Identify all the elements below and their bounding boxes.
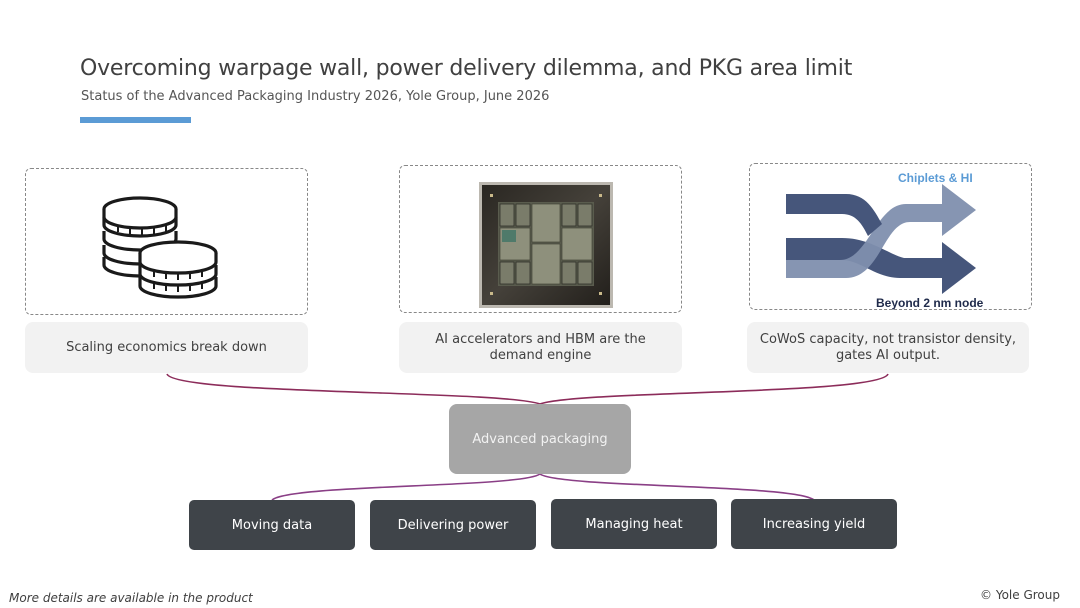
footer-note: More details are available in the produc… bbox=[9, 591, 253, 605]
driver-image-box-ai bbox=[399, 165, 682, 313]
title-accent-bar bbox=[80, 117, 191, 123]
diagram-label-bottom: Beyond 2 nm node bbox=[876, 296, 984, 310]
pillar-moving-data: Moving data bbox=[189, 500, 355, 550]
connector-top-right bbox=[539, 373, 889, 405]
connector-top-left bbox=[166, 373, 541, 405]
diagram-label-top: Chiplets & HI bbox=[898, 171, 973, 185]
page-title: Overcoming warpage wall, power delivery … bbox=[80, 56, 853, 81]
driver-image-box-cowos: Chiplets & HI Beyond 2 nm node bbox=[749, 163, 1032, 310]
coin-ridges bbox=[117, 225, 203, 292]
connector-bottom-left bbox=[271, 473, 541, 501]
driver-caption-economics: Scaling economics break down bbox=[25, 322, 308, 373]
coins-stack-icon bbox=[102, 196, 218, 299]
pillar-managing-heat: Managing heat bbox=[551, 499, 717, 549]
driver-caption-cowos: CoWoS capacity, not transistor density, … bbox=[747, 322, 1029, 373]
crossing-arrows-icon: Chiplets & HI Beyond 2 nm node bbox=[786, 171, 984, 310]
page-subtitle: Status of the Advanced Packaging Industr… bbox=[81, 89, 550, 104]
footer-copyright: © Yole Group bbox=[980, 588, 1060, 602]
ai-chip-photo bbox=[479, 182, 613, 308]
driver-image-box-economics bbox=[25, 168, 308, 315]
pillar-increasing-yield: Increasing yield bbox=[731, 499, 897, 549]
hub-advanced-packaging: Advanced packaging bbox=[449, 404, 631, 474]
connector-bottom-right bbox=[539, 473, 815, 501]
pillar-delivering-power: Delivering power bbox=[370, 500, 536, 550]
driver-caption-ai: AI accelerators and HBM are the demand e… bbox=[399, 322, 682, 373]
arrow-dark bbox=[786, 238, 976, 294]
